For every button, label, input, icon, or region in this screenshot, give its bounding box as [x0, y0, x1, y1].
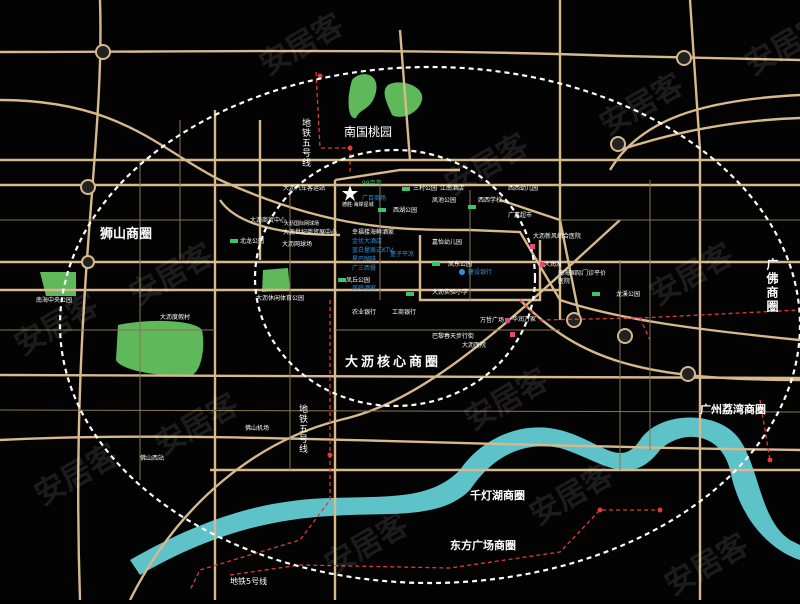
- poi-dali-car: 大沥汽车客运站: [283, 185, 326, 192]
- poi-guangjia: 广嘉超市: [508, 212, 533, 219]
- poi-xixi-kg: 西西幼儿园: [508, 185, 539, 192]
- poi-ktv: 蓝白量贩式KTV: [352, 247, 394, 254]
- poi-guangsan: 广三西餐: [352, 265, 377, 272]
- district-dongfang: 东方广场商圈: [450, 539, 516, 552]
- junctions: [80, 44, 696, 382]
- jianshe-bank-icon: [459, 269, 465, 275]
- outer-ring: [59, 65, 800, 585]
- minor-roads: [0, 120, 800, 480]
- poi-dali-huixin: 大沥世纪商贸展中心: [283, 229, 338, 236]
- poi-xixi-school: 西西学校: [478, 197, 503, 204]
- poi-fengqiu: 凤丘公园: [346, 277, 371, 284]
- poi-wanzhe: 万哲广场: [480, 317, 505, 324]
- poi-dali-huigu: 大沥度假村: [160, 314, 191, 321]
- poi-fengyu: 凤鸣酒家: [352, 285, 377, 292]
- park-west-large: [116, 320, 204, 376]
- metro-label-south: 地铁5号线: [230, 577, 268, 586]
- poi-jiafu: 嘉怡幼儿园: [432, 239, 463, 246]
- park-label-nanguo: 南国桃园: [344, 125, 393, 139]
- poi-bali: 巴黎春天步行街: [432, 333, 475, 340]
- poi-project: 德胜·海岸星城: [342, 202, 374, 208]
- park-sports: [262, 268, 290, 292]
- poi-hospital: 大沥医院: [462, 342, 487, 349]
- park-nanguo: [348, 74, 423, 119]
- poi-dali-world: 大沥国际网球场: [284, 221, 320, 227]
- poi-jianbang: 建设银行: [468, 269, 493, 276]
- poi-xihu: 西湖公园: [393, 207, 418, 214]
- poi-dali-xinfeng: 大沥新风综合医院: [533, 233, 582, 240]
- poi-guangfang: 广百商场: [362, 195, 387, 202]
- district-guangfo: 广佛商圈: [765, 258, 779, 314]
- poi-huarun: 华润万家: [512, 316, 537, 323]
- poi-nanhai-center: 南海中央公园: [36, 297, 73, 304]
- poi-nongye: 农业银行: [352, 309, 377, 316]
- hospital-icons: [505, 244, 545, 337]
- poi-dongshi: 董子平凉: [390, 251, 415, 258]
- poi-gongshang: 工商银行: [392, 309, 417, 316]
- poi-dahu: 大润发: [544, 261, 563, 268]
- poi-fengdong: 凤东公园: [448, 261, 473, 268]
- poi-dali-tennis: 大沥网球场: [282, 241, 313, 248]
- poi-beilong: 北龙公园: [240, 238, 265, 245]
- poi-dali-bus: 大沥商贸中心: [250, 217, 287, 224]
- poi-xingbake: 星巴咖啡: [352, 256, 377, 263]
- district-dali-core: 大沥核心商圈: [345, 355, 442, 370]
- metro-label-mid: 地铁五号线: [297, 404, 307, 454]
- poi-dali-shiyan: 大沥实验小学: [432, 289, 469, 296]
- poi-xingfu: 幸福楼海鲜酒家: [352, 229, 395, 236]
- district-shishan: 狮山商圈: [100, 227, 153, 242]
- poi-dali-sports: 大沥休闲体育公园: [256, 295, 305, 302]
- district-lizhiwan: 广州荔湾商圈: [700, 403, 766, 416]
- poi-jinyou: 金优大酒店: [352, 238, 383, 245]
- poi-longbo: 龙溪公园: [616, 291, 641, 298]
- metro-label-north: 地铁五号线: [300, 118, 310, 168]
- metro-stations: [317, 73, 773, 513]
- poi-fengchi: 凤池公园: [432, 197, 457, 204]
- core-ring: [253, 148, 537, 408]
- poi-foshan-airport: 佛山机场: [245, 425, 270, 432]
- poi-markers: [230, 187, 600, 296]
- poi-nanhai-hospital: 南海国际门诊平价医院: [558, 270, 607, 285]
- river: [130, 417, 800, 575]
- poi-f99: 99百货: [362, 180, 382, 187]
- poi-sancun: 三村公园: [413, 185, 438, 192]
- poi-jiangnan: 江南酒店: [440, 185, 465, 192]
- district-qiandenghu: 千灯湖商圈: [470, 489, 525, 502]
- project-star-icon: [342, 185, 358, 201]
- poi-foshan-station: 佛山西站: [140, 455, 165, 462]
- metro-lines: [189, 71, 800, 591]
